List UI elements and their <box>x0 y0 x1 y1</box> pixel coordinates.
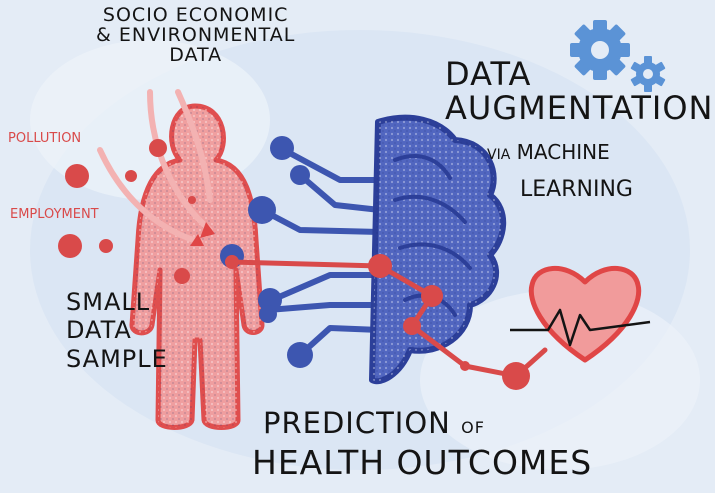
via-word: via <box>487 147 511 163</box>
socio-line-2: & environmental <box>96 23 296 46</box>
arrow-heads <box>190 222 215 246</box>
via-machine-label: via Machine <box>487 142 610 163</box>
small-data-sample-label: Small Data Sample <box>66 288 168 373</box>
socio-line-1: Socio economic <box>102 4 289 26</box>
prediction-word: Prediction <box>263 406 451 440</box>
socioeconomic-data-label: Socio economic & environmental data <box>96 4 296 66</box>
gear-small-icon <box>630 56 666 92</box>
prediction-label: Prediction of <box>263 408 485 438</box>
data-arrows <box>97 89 213 245</box>
health-outcomes-label: Health Outcomes <box>252 443 593 482</box>
small-line-2: Data <box>66 316 132 345</box>
person-silhouette-icon <box>129 103 265 430</box>
small-line-1: Small <box>66 288 151 316</box>
prediction-path <box>225 254 548 390</box>
socio-line-3: data <box>169 43 223 66</box>
data-point-blobs <box>58 139 196 284</box>
augmentation-line-1: Data <box>445 55 532 93</box>
learning-label: Learning <box>520 177 633 202</box>
heart-icon <box>510 265 651 363</box>
brain-icon <box>369 114 507 385</box>
small-line-3: Sample <box>66 344 168 373</box>
machine-word: Machine <box>516 140 610 164</box>
of-word: of <box>461 418 485 437</box>
gear-large-icon <box>570 20 630 80</box>
employment-label: Employment <box>10 207 99 222</box>
pollution-label: Pollution <box>8 131 82 146</box>
data-augmentation-title: Data Augmentation <box>445 55 714 127</box>
brain-circuit-lines <box>259 147 383 358</box>
augmentation-line-2: Augmentation <box>445 88 714 127</box>
